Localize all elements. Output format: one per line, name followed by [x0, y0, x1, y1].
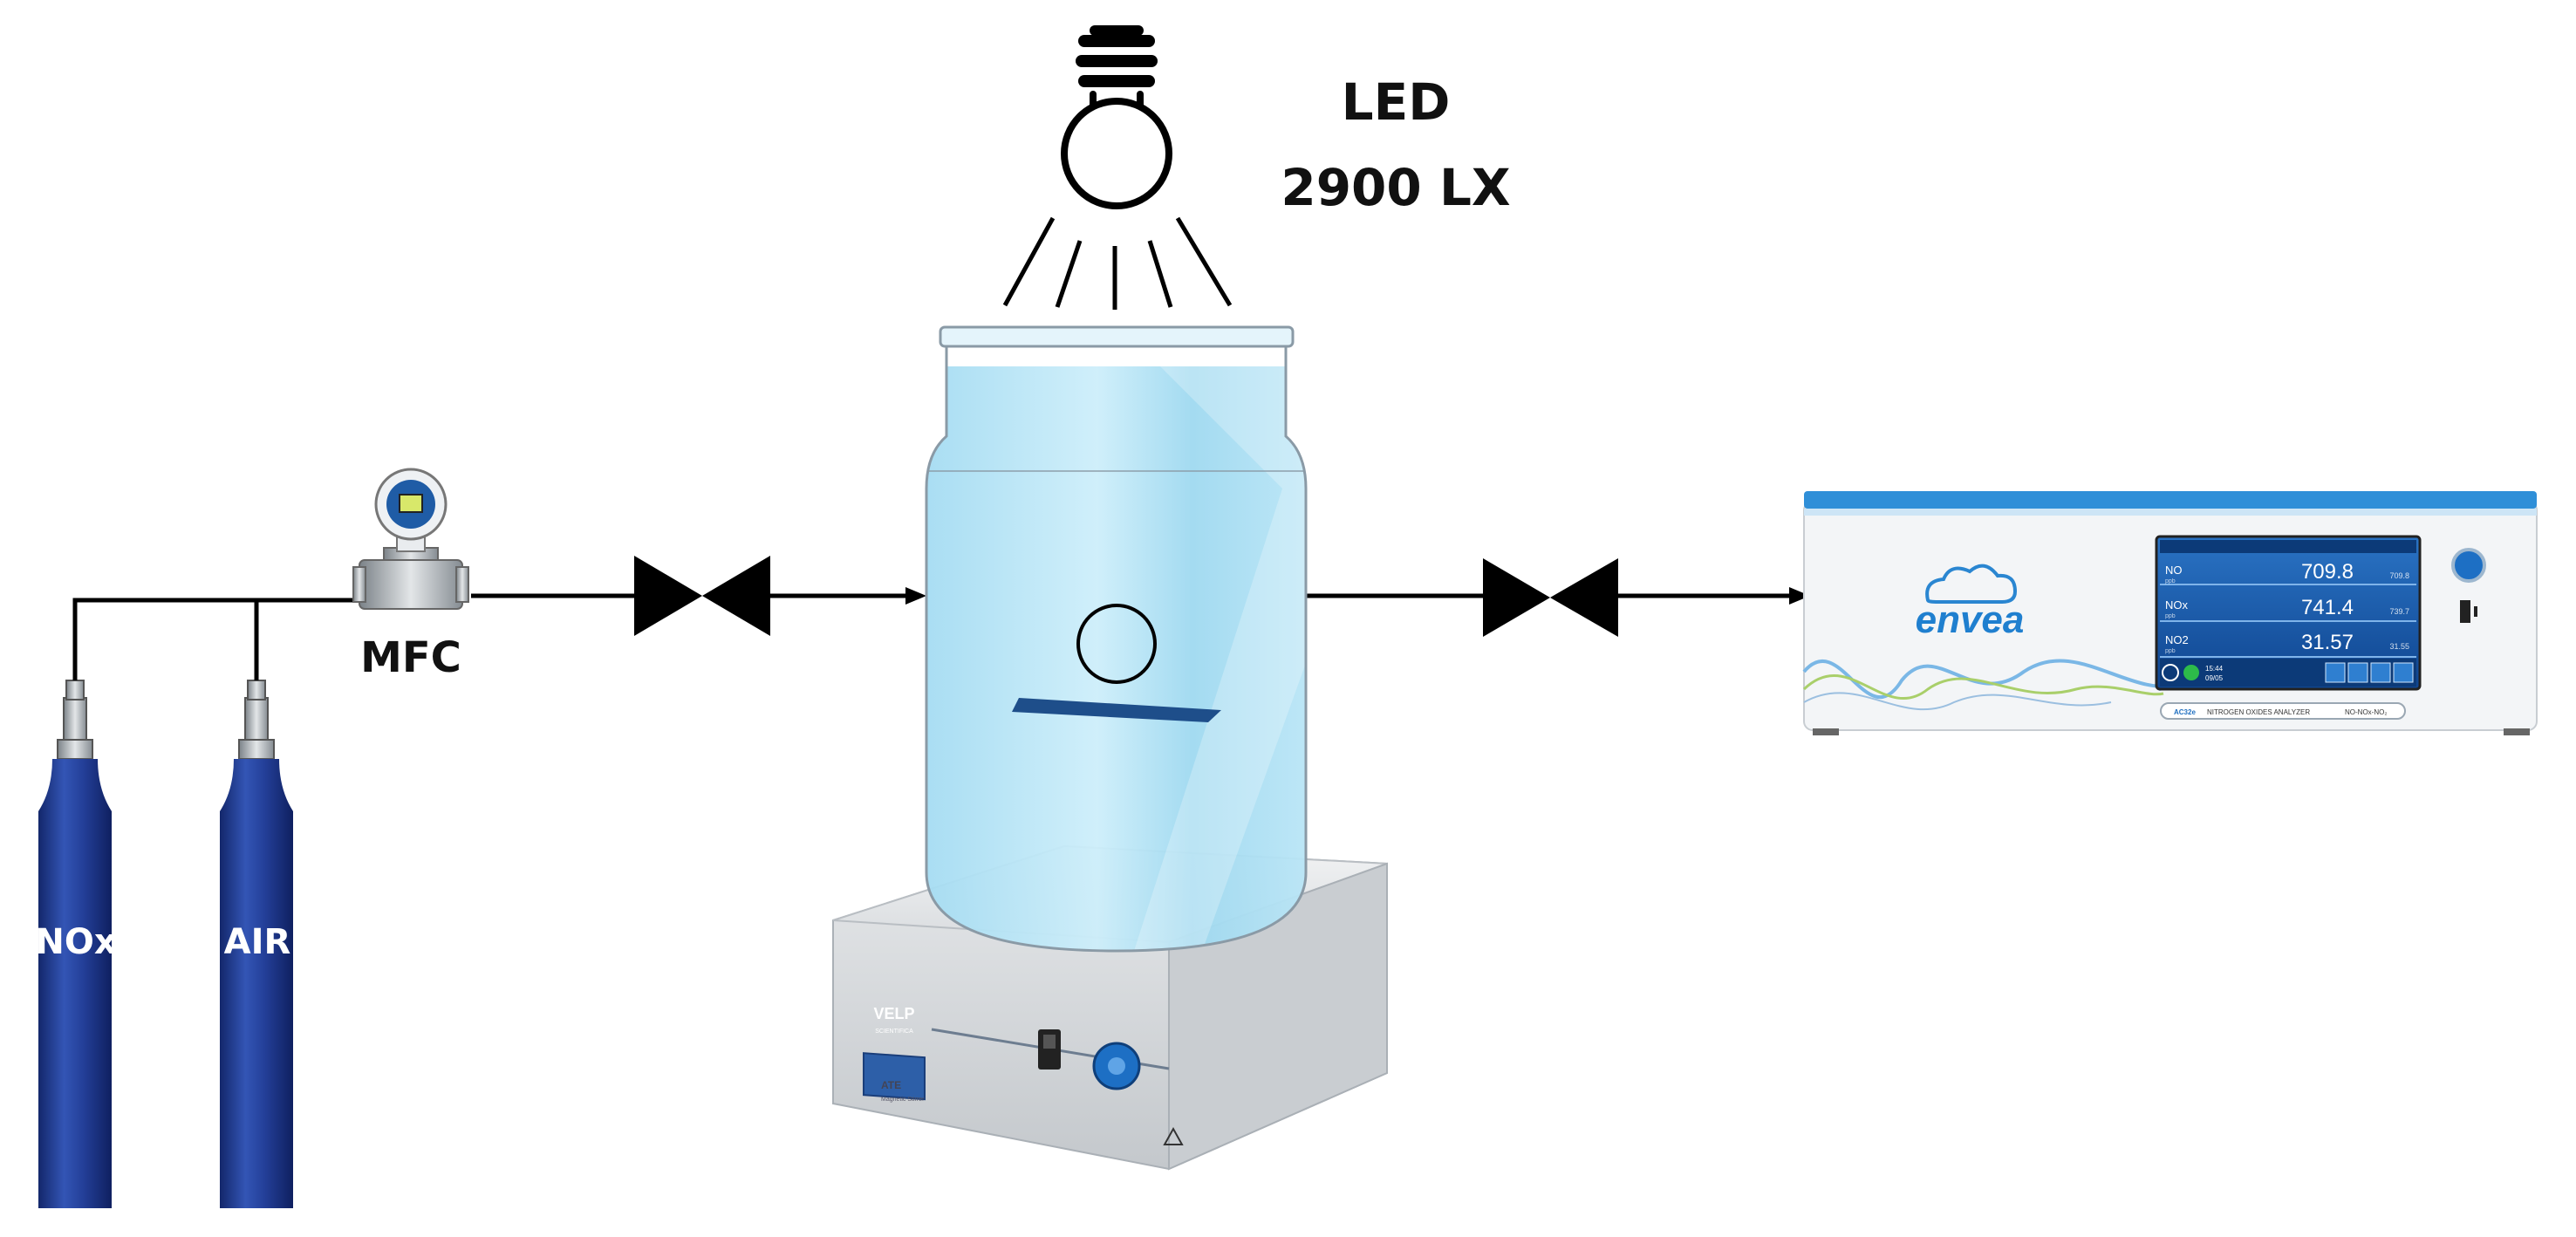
sample-plate — [1012, 698, 1221, 722]
light-rays — [1002, 216, 1233, 310]
nox-cylinder-label: NOx — [35, 922, 116, 962]
nox-analyzer — [1802, 491, 2538, 735]
inlet-valve-icon — [634, 556, 770, 636]
gas-lines — [72, 593, 1797, 680]
status-time: 15:44 — [2205, 665, 2224, 673]
reading-nox-secondary: 739.7 — [2389, 607, 2409, 616]
usb-port-icon — [2460, 600, 2470, 623]
reading-nox-value: 741.4 — [2301, 596, 2354, 619]
analyzer-screen — [2155, 535, 2422, 691]
mass-flow-controller — [352, 468, 469, 610]
sample-circle — [1076, 604, 1157, 684]
cloud-logo-icon — [1925, 564, 2018, 604]
analyzer-footer-text: NITROGEN OXIDES ANALYZER — [2207, 708, 2310, 716]
reading-no2-secondary: 31.55 — [2389, 642, 2409, 651]
lamp-label-line2: 2900 LX — [1281, 158, 1510, 217]
analyzer-footer-species: NO-NOx-NO₂ — [2345, 708, 2387, 716]
outlet-valve-icon — [1483, 558, 1618, 637]
led-bulb-icon — [1043, 25, 1190, 209]
stirrer-brand-sub: SCIENTIFICA — [875, 1029, 913, 1035]
power-knob-icon — [2451, 548, 2486, 583]
reading-no2-value: 31.57 — [2301, 631, 2354, 654]
stirrer-model: ATE — [881, 1079, 901, 1091]
reading-no2-unit: ppb — [2165, 648, 2176, 654]
stirrer-brand: VELP — [873, 1005, 914, 1022]
analyzer-brand: envea — [1916, 598, 2025, 641]
reading-no-unit: ppb — [2165, 578, 2176, 584]
reading-no2-name: NO2 — [2165, 633, 2189, 646]
reading-no-value: 709.8 — [2301, 560, 2354, 584]
glass-reaction-jar — [925, 325, 1308, 953]
reading-no-name: NO — [2165, 564, 2183, 577]
lamp-label-line1: LED — [1342, 72, 1451, 132]
reading-no-secondary: 709.8 — [2389, 571, 2409, 580]
stirrer-model-sub: Magnetic Stirrer — [881, 1097, 925, 1103]
status-ok-icon — [2183, 665, 2199, 680]
analyzer-footer-logo: AC32e — [2174, 708, 2196, 716]
flow-arrowheads — [905, 587, 1810, 605]
air-cylinder — [220, 680, 293, 1208]
reading-nox-name: NOx — [2165, 598, 2189, 612]
status-date: 09/05 — [2205, 674, 2224, 682]
nox-cylinder — [38, 680, 112, 1208]
reading-nox-unit: ppb — [2165, 613, 2176, 619]
mfc-label: MFC — [360, 633, 461, 682]
air-cylinder-label: AIR — [224, 922, 291, 962]
